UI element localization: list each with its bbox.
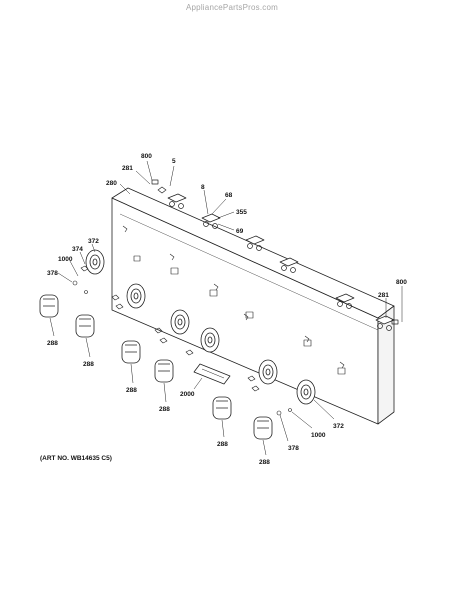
callout-800: 800: [396, 279, 407, 286]
callout-288: 288: [126, 387, 137, 394]
callout-378: 378: [288, 445, 299, 452]
callout-280: 280: [106, 180, 117, 187]
callout-68: 68: [225, 192, 233, 199]
callout-281: 281: [378, 292, 389, 299]
callout-1000: 1000: [311, 432, 326, 439]
callout-372: 372: [333, 423, 344, 430]
leader-lines: [49, 160, 403, 456]
callout-288: 288: [159, 406, 170, 413]
callout-1000: 1000: [58, 256, 73, 263]
callout-288: 288: [47, 340, 58, 347]
callout-281: 281: [122, 165, 133, 172]
callout-378: 378: [47, 270, 58, 277]
callout-288: 288: [217, 441, 228, 448]
callout-69: 69: [236, 228, 244, 235]
callout-8: 8: [201, 184, 205, 191]
callout-labels: 800 5 281 280 8 68 355 69 372 374 1000 3…: [47, 153, 407, 466]
knob-bezels: [85, 249, 316, 405]
callout-288: 288: [259, 459, 270, 466]
watermark: AppliancePartsPros.com: [186, 3, 278, 12]
knobs: [39, 294, 273, 440]
callout-372: 372: [88, 238, 99, 245]
bezel-clips: [72, 265, 292, 416]
callout-374: 374: [72, 246, 83, 253]
callout-2000: 2000: [180, 391, 195, 398]
nameplate: [193, 363, 231, 385]
callout-800: 800: [141, 153, 152, 160]
art-number: (ART NO. WB14635 C5): [40, 455, 112, 462]
top-brackets: [151, 179, 399, 331]
callout-288: 288: [83, 361, 94, 368]
control-panel: [111, 187, 395, 425]
callout-355: 355: [236, 209, 247, 216]
callout-5: 5: [172, 158, 176, 165]
